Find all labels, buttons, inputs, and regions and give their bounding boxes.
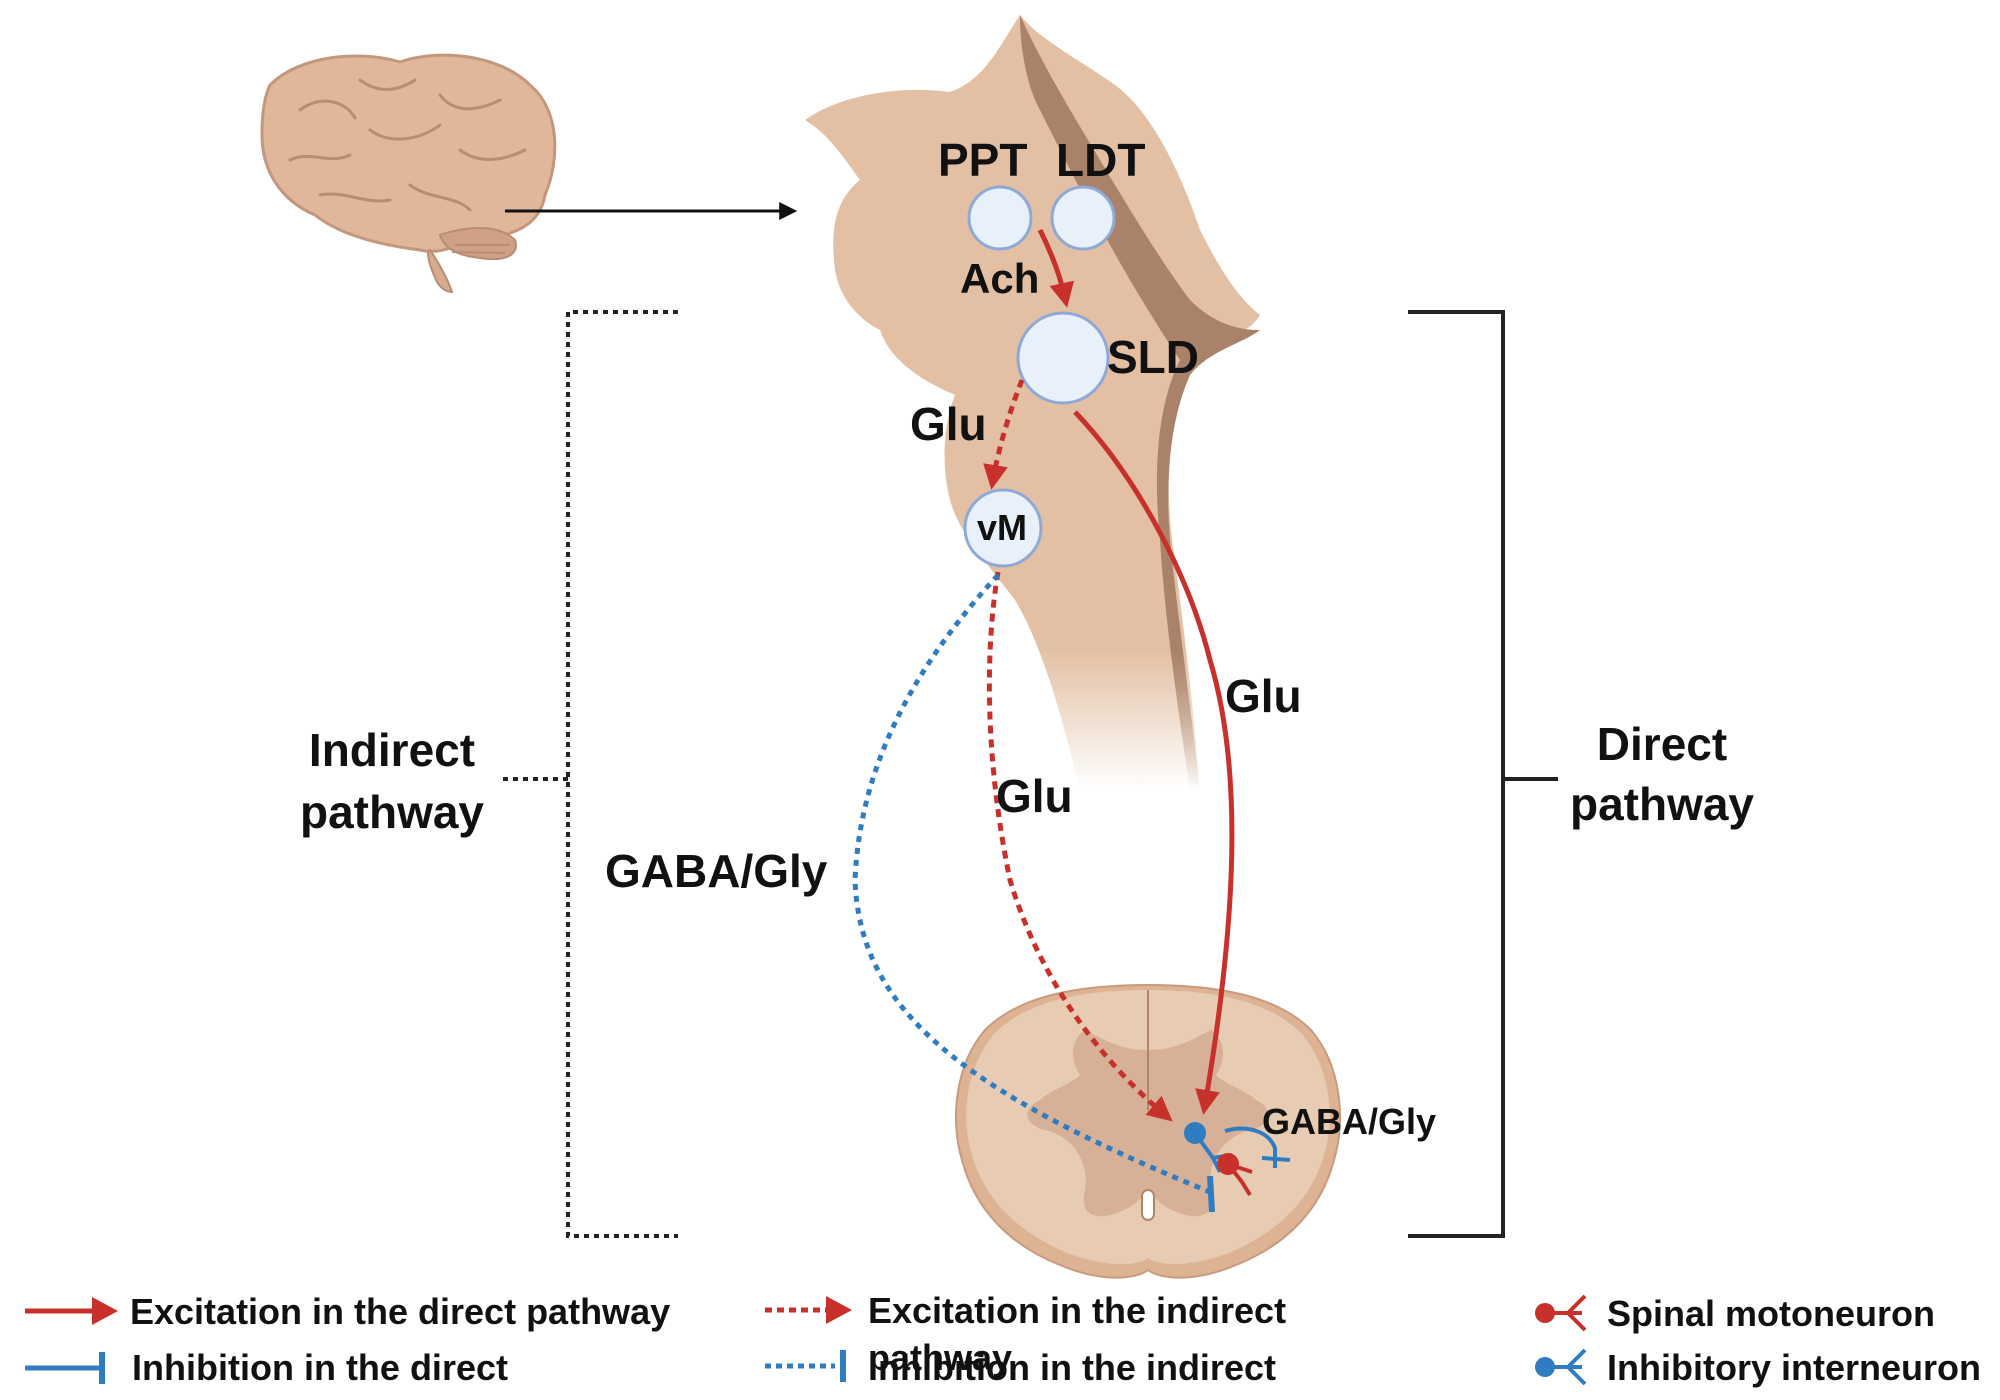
vm-label: vM [977, 507, 1027, 548]
sld-nucleus [1016, 311, 1110, 405]
vm-nucleus [963, 488, 1043, 568]
brainstem-shape [805, 15, 1260, 790]
direct-pathway-label-line2: pathway [1570, 778, 1754, 830]
legend-interneuron-icon [1535, 1348, 1587, 1386]
legend-motoneuron-icon [1535, 1294, 1587, 1332]
ppt-nucleus [967, 185, 1033, 251]
legend-motoneuron-label: Spinal motoneuron [1607, 1293, 1935, 1334]
spinal-motoneuron [1217, 1153, 1253, 1197]
gaba-gly-indirect-label: GABA/Gly [605, 845, 828, 897]
ldt-label: LDT [1056, 134, 1145, 186]
direct-glu-arrow [1073, 410, 1235, 1115]
glu-sld-vm-label: Glu [910, 398, 987, 450]
indirect-pathway-label-line1: Indirect [309, 724, 475, 776]
sld-label: SLD [1107, 331, 1199, 383]
legend-excitation-direct-arrowhead [92, 1297, 118, 1325]
ach-arrow [1037, 228, 1075, 308]
legend-inhibition-direct-label: Inhibition in the direct [132, 1347, 508, 1388]
interneuron-inhibitory-synapse [1224, 1126, 1291, 1168]
spinal-cord-section [954, 983, 1342, 1279]
ach-label: Ach [960, 255, 1039, 302]
indirect-inhibition-bar [1207, 1175, 1215, 1213]
indirect-glu-arrow [986, 571, 1173, 1122]
legend-excitation-indirect-label: Excitation in the indirect [868, 1290, 1286, 1331]
legend-interneuron-label: Inhibitory interneuron [1607, 1347, 1981, 1388]
legend-excitation-indirect-label-cont: pathway [868, 1337, 1012, 1378]
direct-pathway-label-line1: Direct [1597, 718, 1727, 770]
direct-pathway-bracket [1408, 310, 1558, 1238]
legend-inhibition-indirect-label: Inhibition in the indirect [868, 1347, 1276, 1388]
glu-direct-label: Glu [1225, 670, 1302, 722]
indirect-pathway-label-line2: pathway [300, 786, 484, 838]
ppt-label: PPT [938, 134, 1027, 186]
legend: Excitation in the direct pathway Inhibit… [25, 1290, 1981, 1400]
legend-excitation-indirect-arrowhead [826, 1296, 852, 1324]
gaba-gly-spinal-label: GABA/Gly [1262, 1101, 1436, 1142]
brain-icon [260, 53, 557, 294]
indirect-gaba-gly-path [852, 573, 1211, 1195]
indirect-pathway-bracket [498, 310, 678, 1238]
legend-excitation-direct-label: Excitation in the direct pathway [130, 1291, 670, 1332]
ldt-nucleus [1050, 185, 1116, 251]
glu-indirect-label: Glu [996, 770, 1073, 822]
legend-inhibition-direct-label-cont: pathway [132, 1397, 276, 1400]
legend-inhibition-indirect-label-cont: pathway [868, 1395, 1012, 1400]
